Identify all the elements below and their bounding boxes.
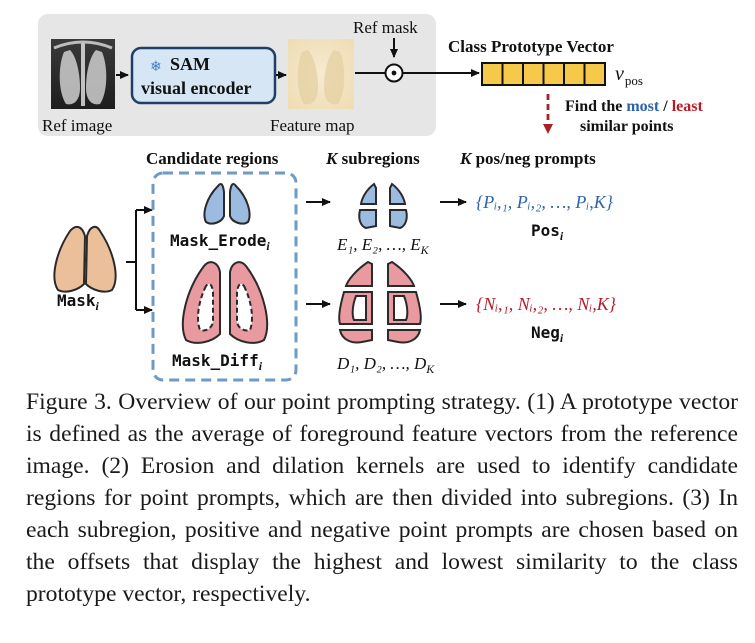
mask-diff-lungs (181, 261, 269, 344)
candidate-regions-box (151, 171, 298, 382)
snowflake-icon: ❄ (150, 59, 162, 75)
prototype-cell (481, 62, 504, 86)
overview-diagram: Ref image ❄ SAM visual encoder Feature m… (38, 14, 703, 382)
pooling-operator-icon (384, 63, 404, 83)
pos-label: Posi (531, 221, 564, 243)
mask-i-label: Maski (57, 291, 100, 313)
prototype-cell (583, 62, 606, 86)
feature-map (288, 39, 354, 109)
branch-connector (126, 210, 137, 310)
find-text-line2: similar points (580, 118, 674, 135)
header-k-prompts: K pos/neg prompts (459, 149, 596, 168)
neg-prompt-set: {Nᵢ,₁, Nᵢ,₂, …, Nᵢ,K} (476, 294, 617, 314)
feature-map-label: Feature map (270, 116, 355, 135)
prototype-vector (481, 62, 606, 86)
mask-diff-label: Mask_Diffi (172, 351, 263, 373)
figure-caption: Figure 3. Overview of our point promptin… (26, 389, 738, 607)
prototype-cell (522, 62, 545, 86)
erode-subregions-label: E₁, E₂, …, EK (336, 235, 430, 257)
mask-i-lungs (53, 225, 117, 293)
prototype-cell (542, 62, 565, 86)
ref-image-label: Ref image (42, 116, 112, 135)
header-candidate-regions: Candidate regions (146, 149, 279, 168)
diff-subregions-label: D₁, D₂, …, DK (336, 354, 435, 376)
prototype-title: Class Prototype Vector (448, 37, 614, 56)
prototype-symbol: vpos (615, 63, 643, 88)
erode-subregions (358, 182, 408, 230)
encoder-subtitle: visual encoder (141, 78, 252, 98)
ref-image (51, 39, 115, 109)
diff-subregions (338, 260, 422, 344)
ref-mask-label: Ref mask (353, 18, 418, 37)
prototype-cell (563, 62, 586, 86)
sam-encoder-box (130, 46, 277, 105)
encoder-title: SAM (170, 54, 210, 74)
mask-erode-label: Mask_Erodei (170, 231, 270, 253)
header-k-subregions: K subregions (325, 149, 420, 168)
find-text-line1: Find the most / least (565, 98, 703, 115)
pos-prompt-set: {Pᵢ,₁, Pᵢ,₂, …, Pᵢ,K} (476, 192, 614, 212)
diff-subregion-holes (351, 295, 409, 321)
neg-label: Negi (531, 323, 564, 345)
mask-erode-lungs (203, 183, 251, 225)
prototype-cell (501, 62, 524, 86)
